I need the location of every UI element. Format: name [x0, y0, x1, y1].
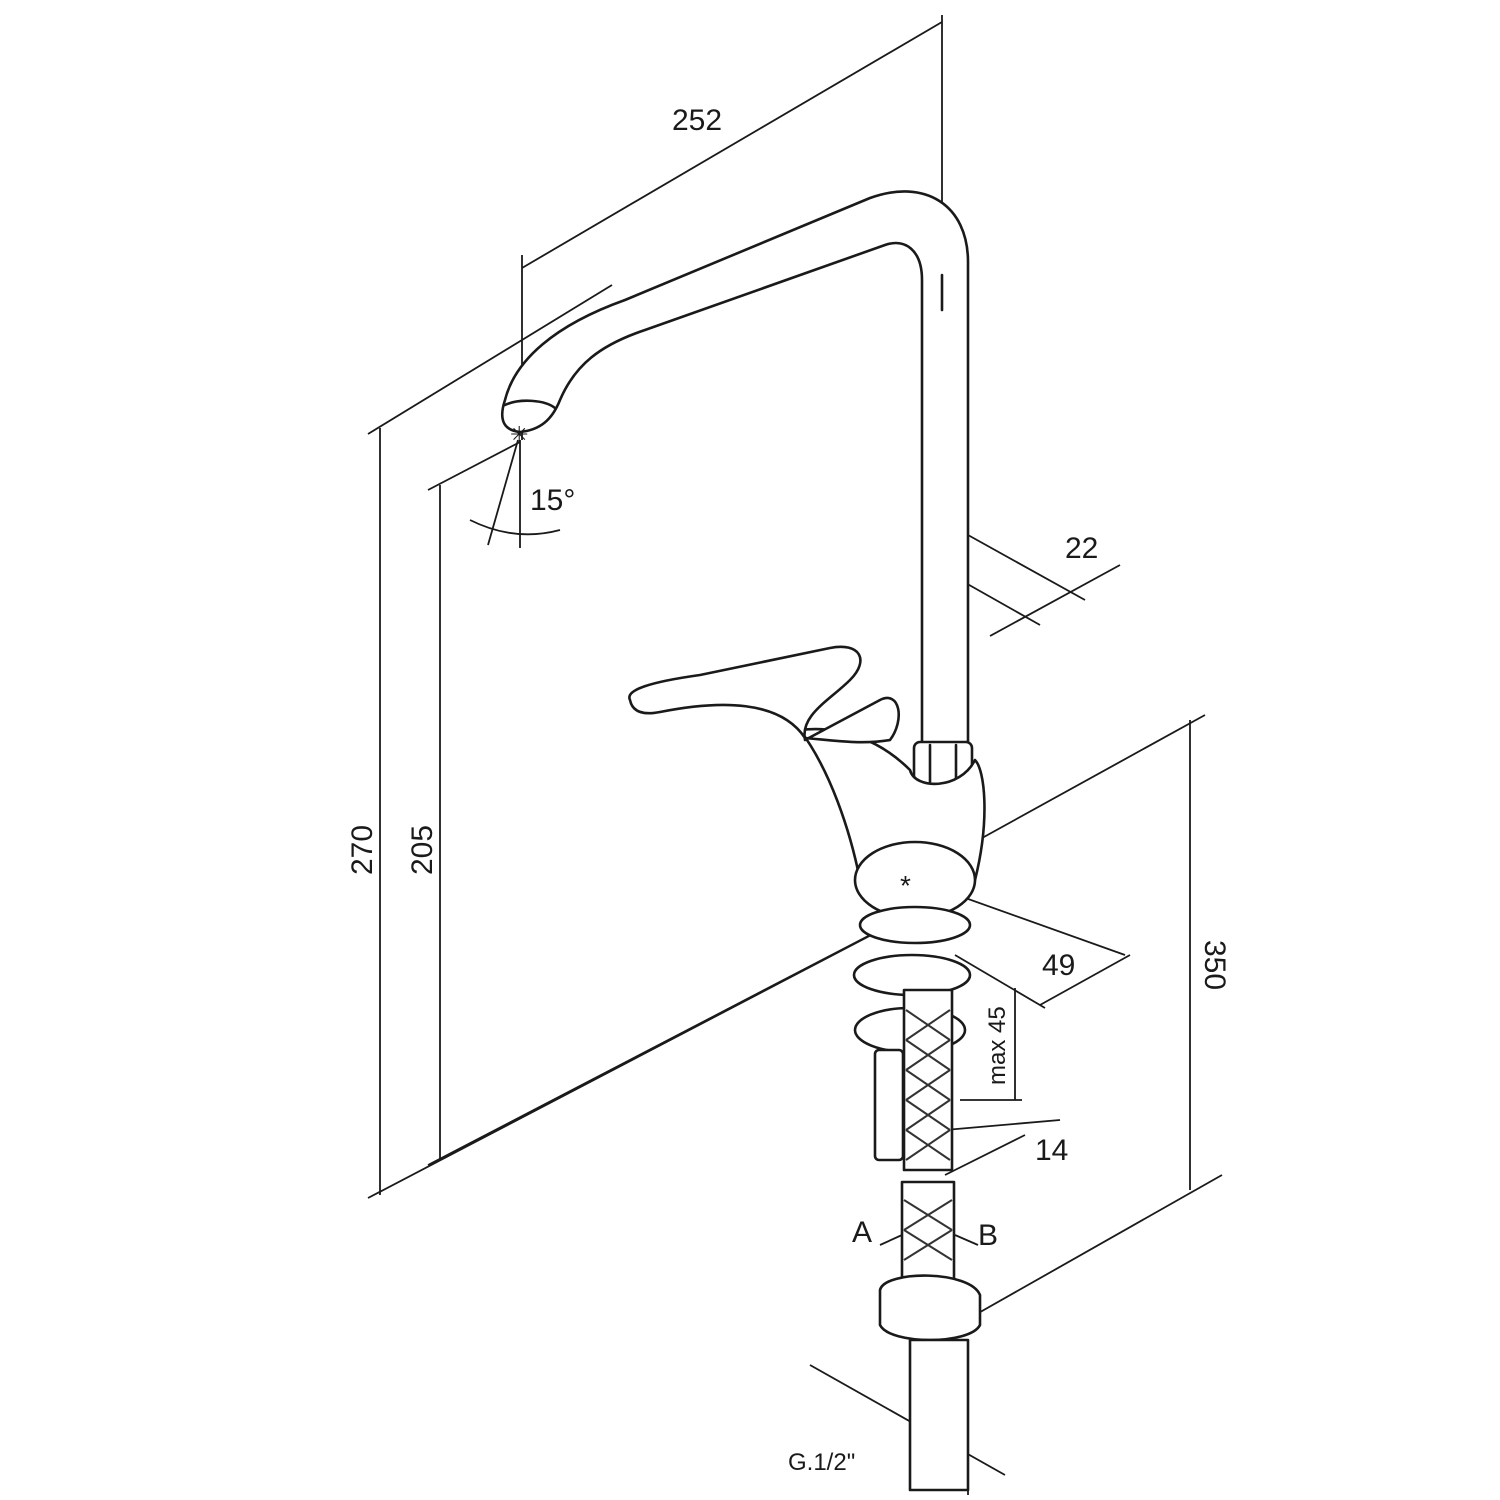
label-B: B: [978, 1219, 998, 1252]
dimension-205: [427, 441, 871, 1166]
label-49: 49: [1042, 949, 1075, 982]
label-22: 22: [1065, 532, 1098, 565]
label-252: 252: [672, 104, 722, 137]
center-mark: *: [900, 870, 911, 901]
hose-nut: [878, 1274, 982, 1342]
label-350: 350: [1198, 940, 1231, 990]
label-14: 14: [1035, 1134, 1068, 1167]
label-max45: max 45: [984, 1006, 1011, 1085]
dimension-14: [944, 1119, 1061, 1176]
label-270: 270: [346, 825, 379, 875]
spout: ✳: [469, 190, 970, 747]
lever-handle: [628, 645, 900, 744]
label-205: 205: [406, 825, 439, 875]
threaded-stud: [873, 1048, 905, 1162]
dimension-max45: [960, 988, 1022, 1101]
aerator-mark: ✳: [510, 422, 528, 447]
label-thread: G.1/2": [788, 1449, 855, 1476]
label-15deg: 15°: [530, 484, 575, 517]
supply-pipe: [908, 1338, 970, 1492]
label-A: A: [852, 1216, 872, 1249]
washer-1: [858, 905, 972, 945]
flexible-hose: [879, 988, 979, 1284]
